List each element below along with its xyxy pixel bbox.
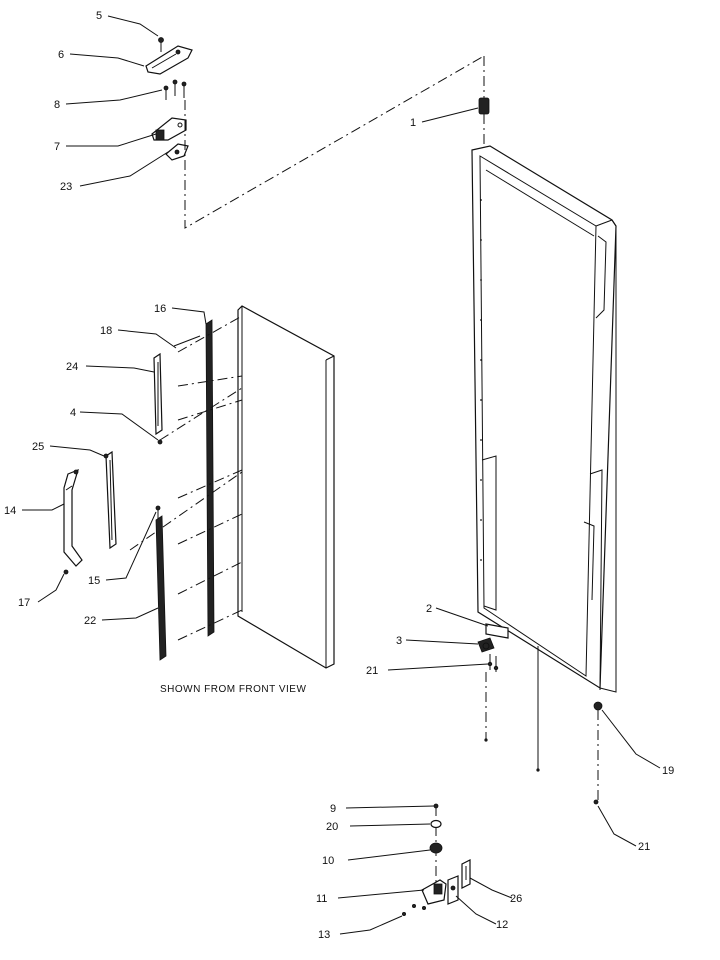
handle-cap-part-18 [173,335,201,347]
callout-15: 15 [88,575,100,587]
callout-5: 5 [96,10,102,22]
callout-9: 9 [330,803,336,815]
callout-13: 13 [318,929,330,941]
callout-2: 2 [426,603,432,615]
screw-part-4 [157,439,163,445]
bushing-part-1 [478,97,490,148]
trim-part-16 [205,319,215,637]
callout-7: 7 [54,141,60,153]
screws-part-21-upper [487,654,499,672]
bottom-hinge-assembly [401,803,471,917]
stop-part-2 [485,623,509,639]
leader-lines [22,15,661,935]
screws-part-8 [163,79,187,100]
callout-24: 24 [66,361,78,373]
hinge-part-11 [421,879,447,905]
hinge-part-7 [151,117,187,141]
bushing-part-19 [593,701,603,800]
screw-part-5 [158,37,164,52]
callout-23: 23 [60,181,72,193]
callout-22: 22 [84,615,96,627]
callout-1: 1 [410,117,416,129]
top-hinge-assembly [145,37,485,229]
callout-26: 26 [510,893,522,905]
bushing-part-10 [429,842,443,854]
door-edge-holes [480,199,482,561]
callout-12: 12 [496,919,508,931]
callout-25: 25 [32,441,44,453]
callout-20: 20 [326,821,338,833]
cabinet-handle-assembly [63,305,335,669]
screws-part-13 [401,904,426,917]
bracket-part-26 [461,859,471,889]
callout-16: 16 [154,303,166,315]
callout-11: 11 [316,893,327,905]
screw-part-9 [433,803,439,809]
hinge-cover-part-6 [145,45,193,75]
view-caption: SHOWN FROM FRONT VIEW [160,684,306,695]
shim-part-23 [165,143,189,161]
handle-trim-part-22 [155,515,167,661]
shim-part-12 [447,875,459,905]
callout-14: 14 [4,505,16,517]
callout-10: 10 [322,855,334,867]
callout-18: 18 [100,325,112,337]
callout-21-lower: 21 [638,841,650,853]
handle-mount-part-25 [103,450,117,550]
callout-6: 6 [58,49,64,61]
callout-8: 8 [54,99,60,111]
callout-19: 19 [662,765,674,777]
callout-17: 17 [18,597,30,609]
callout-21-upper: 21 [366,665,378,677]
screw-part-17 [63,569,69,575]
handle-trim-part-24 [153,352,163,436]
screw-part-21-lower [593,799,599,805]
door-frame [471,97,617,805]
callout-4: 4 [70,407,76,419]
handle-part-14 [63,468,83,567]
callout-labels: 5 6 8 7 23 1 16 18 24 4 25 14 17 15 22 2… [4,10,674,941]
washer-part-20 [430,819,442,829]
cam-part-3 [477,637,495,653]
callout-3: 3 [396,635,402,647]
